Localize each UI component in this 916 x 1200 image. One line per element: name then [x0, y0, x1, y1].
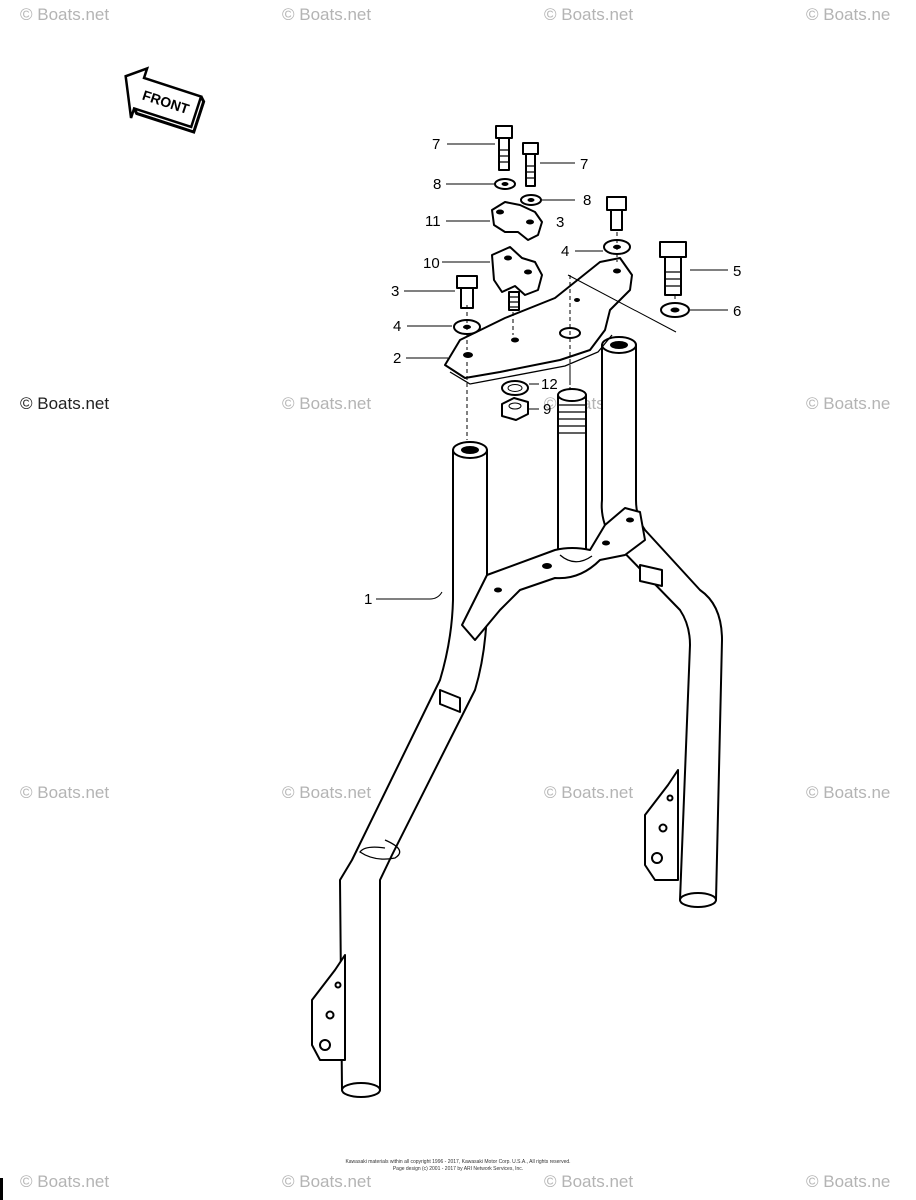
watermark: © Boats.net: [20, 783, 109, 802]
callout-4: 4: [561, 243, 569, 260]
watermark: © Boats.ne: [806, 1172, 890, 1191]
callout-1: 1: [364, 591, 372, 608]
watermark: © Boats.ne: [806, 5, 890, 24]
callout-12: 12: [541, 376, 558, 393]
callout-11: 11: [425, 213, 441, 230]
watermark: © Boats.net: [20, 394, 109, 413]
watermark: © Boats.ne: [806, 394, 890, 413]
watermark: © Boats.ne: [806, 783, 890, 802]
ring-hole: [507, 384, 523, 392]
edge-mark: [0, 1178, 3, 1200]
bolt-part-7: [495, 125, 513, 171]
nut-hole: [508, 402, 522, 410]
frame-part-1: [311, 336, 723, 1098]
callout-7: 7: [432, 136, 440, 153]
bolt-part-7: [522, 142, 539, 187]
callout-7: 7: [580, 156, 588, 173]
watermark: © Boats.net: [20, 5, 109, 24]
front-arrow: FRONT: [124, 66, 206, 134]
callout-5: 5: [733, 263, 741, 280]
callout-9: 9: [543, 401, 551, 418]
callout-8: 8: [433, 176, 441, 193]
bolt-part-5: [659, 241, 687, 296]
holder-lower-part-10: [491, 246, 543, 311]
watermark: © Boats.net: [282, 5, 371, 24]
washer-hole: [501, 182, 509, 186]
watermark: © Boats.net: [544, 1172, 633, 1191]
callout-3: 3: [391, 283, 399, 300]
watermark: © Boats.net: [544, 5, 633, 24]
callouts: 7 7 8 8 11 3 4 10 5 3 6 4 2 12 9 1: [364, 136, 741, 608]
assembly-lines: [466, 232, 677, 440]
washer-hole: [527, 198, 535, 202]
bolt-part-3: [456, 275, 478, 309]
callout-3: 3: [556, 214, 564, 231]
callout-10: 10: [423, 255, 440, 272]
washer-hole: [670, 307, 680, 313]
watermark: © Boats.net: [282, 783, 371, 802]
callout-2: 2: [393, 350, 401, 367]
bolt-part-3: [606, 196, 627, 231]
watermark: © Boats.net: [544, 783, 633, 802]
callout-4: 4: [393, 318, 401, 335]
copyright-line-1: Kawasaki materials within all copyright …: [345, 1159, 570, 1165]
copyright-line-2: Page design (c) 2001 - 2017 by ARI Netwo…: [393, 1166, 523, 1172]
callout-8: 8: [583, 192, 591, 209]
holder-upper-part-11: [491, 201, 543, 241]
watermark: © Boats.net: [282, 1172, 371, 1191]
watermark: © Boats.net: [282, 394, 371, 413]
callout-6: 6: [733, 303, 741, 320]
leader-lines: [376, 143, 728, 600]
watermark: © Boats.net: [20, 1172, 109, 1191]
